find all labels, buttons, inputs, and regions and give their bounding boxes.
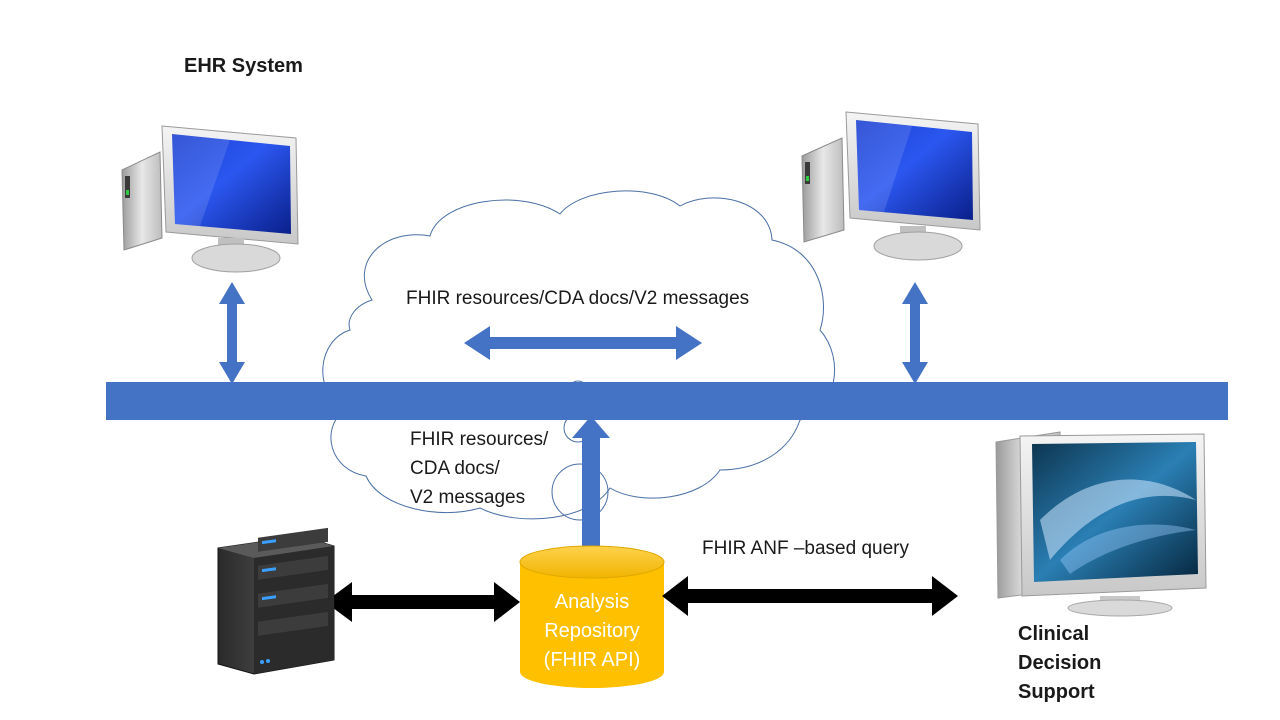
monitor-icon (995, 431, 1207, 617)
cds-label-line-3: Support (1018, 681, 1095, 703)
server-icon (217, 527, 335, 675)
cloud-to-repository-line-2: CDA docs/ (410, 458, 500, 479)
cds-label-line-2: Decision (1018, 652, 1102, 674)
peer-bus-arrow (902, 282, 928, 384)
repository-cylinder (519, 545, 665, 688)
server-repository-arrow (325, 582, 520, 622)
network-cloud (322, 190, 835, 521)
cloud-to-repository-line-1: FHIR resources/ (410, 429, 549, 450)
ehr-system-label: EHR System (184, 55, 303, 77)
repository-label-line-1: Analysis (554, 591, 630, 613)
repository-cds-query-label: FHIR ANF –based query (702, 538, 909, 559)
repository-label-line-3: (FHIR API) (543, 649, 641, 671)
cloud-exchange-arrow (464, 326, 702, 360)
repository-label: Analysis Repository (FHIR API) (517, 588, 667, 675)
desktop-computer-icon (121, 125, 299, 273)
cds-label-line-1: Clinical (1018, 623, 1090, 645)
cloud-to-repository-line-3: V2 messages (410, 487, 526, 508)
network-bus (106, 382, 1228, 420)
repository-cds-arrow (662, 576, 958, 616)
cloud-exchange-label: FHIR resources/CDA docs/V2 messages (406, 288, 750, 309)
cloud-callout-bubble-large (551, 463, 609, 521)
cds-label: Clinical Decision Support (1018, 620, 1101, 707)
ehr-bus-arrow (219, 282, 245, 384)
repository-label-line-2: Repository (544, 620, 640, 642)
desktop-computer-icon (801, 111, 981, 261)
cloud-to-repository-label: FHIR resources/ CDA docs/ V2 messages (410, 425, 548, 512)
